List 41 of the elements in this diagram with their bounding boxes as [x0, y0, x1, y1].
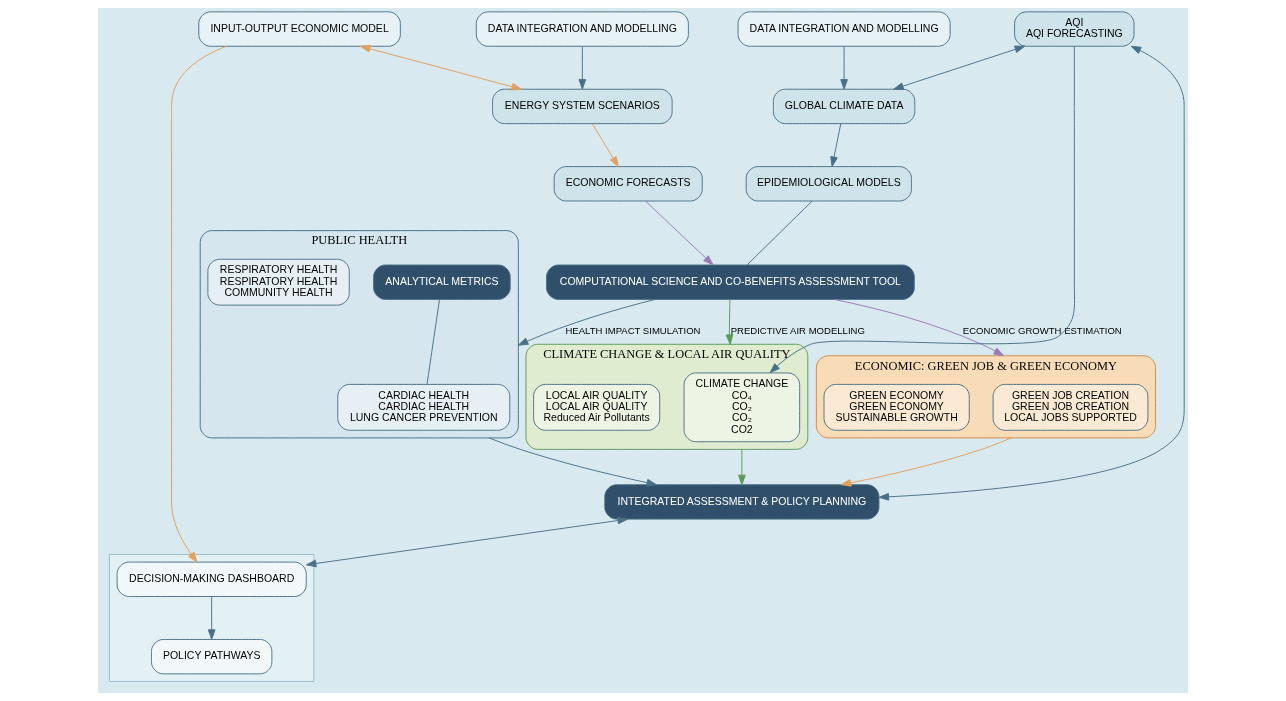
arrow — [645, 200, 714, 266]
arrow — [725, 299, 734, 345]
node-box: ECONOMIC FORECASTS — [553, 166, 703, 202]
edge-label: PREDICTIVE AIR MODELLING — [730, 324, 865, 336]
node-box: EPIDEMIOLOGICAL MODELS — [745, 166, 912, 202]
edge-label: HEALTH IMPACT SIMULATION — [565, 324, 701, 336]
node-box: INPUT-OUTPUT ECONOMIC MODEL — [198, 11, 401, 47]
edge-label: ECONOMIC GROWTH ESTIMATION — [962, 324, 1122, 336]
node-box: DATA INTEGRATION AND MODELLING — [475, 11, 689, 47]
node-box: GREEN JOB CREATION GREEN JOB CREATION LOCAL JOBS SUPPORTED — [992, 383, 1149, 431]
arrow — [360, 45, 522, 91]
node-box: CLIMATE CHANGE CO₄ CO₂ CO₂ CO2 — [683, 372, 801, 443]
arrow — [833, 298, 1004, 357]
arrow — [305, 516, 628, 568]
node-box: DATA INTEGRATION AND MODELLING — [737, 11, 951, 47]
arrow — [893, 45, 1026, 90]
arrow — [738, 448, 746, 486]
node-box: POLICY PATHWAYS — [151, 639, 273, 675]
node-box: GREEN ECONOMY GREEN ECONOMY SUSTAINABLE GROWTH — [823, 383, 970, 431]
arrow — [591, 123, 619, 167]
arrow — [840, 437, 1012, 487]
arrow — [488, 437, 657, 487]
arrow — [171, 45, 227, 563]
connector — [426, 299, 440, 385]
arrow — [517, 298, 656, 346]
arrow — [578, 45, 587, 90]
node-box: COMPUTATIONAL SCIENCE AND CO-BENEFITS ASSESSMENT TOOL — [546, 264, 915, 300]
node-box: AQI AQI FORECASTING — [1014, 11, 1135, 47]
connector — [746, 200, 813, 266]
node-box: CARDIAC HEALTH CARDIAC HEALTH LUNG CANCER PREVENTION — [337, 383, 511, 431]
node-box: ANALYTICAL METRICS — [373, 264, 511, 300]
arrow — [878, 45, 1185, 501]
node-box: RESPIRATORY HEALTH RESPIRATORY HEALTH COMMUNITY HEALTH — [207, 258, 350, 306]
node-box: INTEGRATED ASSESSMENT & POLICY PLANNING — [604, 484, 880, 520]
node-box: ENERGY SYSTEM SCENARIOS — [492, 88, 673, 125]
node-box: LOCAL AIR QUALITY LOCAL AIR QUALITY Reduced Air Pollutants — [533, 383, 661, 431]
arrow — [840, 45, 848, 90]
arrow — [207, 596, 216, 640]
arrow — [830, 123, 842, 167]
node-box: DECISION-MAKING DASHBOARD — [116, 561, 307, 597]
node-box: GLOBAL CLIMATE DATA — [772, 88, 916, 125]
